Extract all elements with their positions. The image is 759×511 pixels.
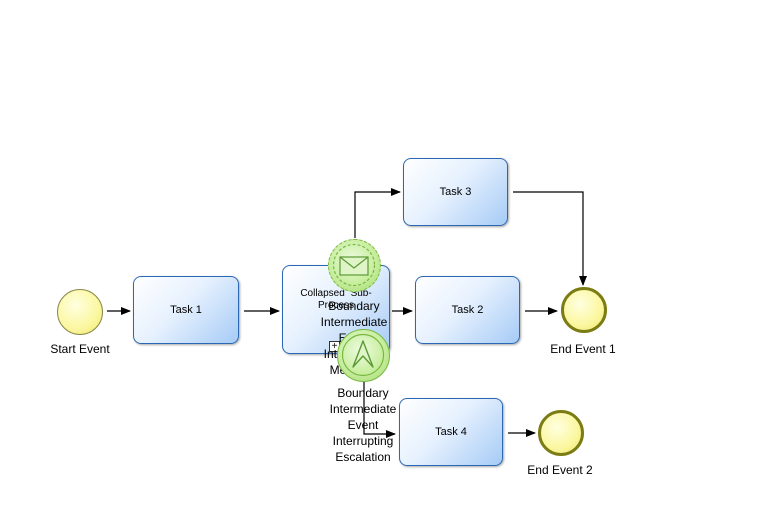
start-event[interactable] [57,289,103,335]
flow-task3-to-end1[interactable] [513,191,587,286]
envelope-icon [332,243,376,287]
task-4-label: Task 4 [435,426,467,438]
end-event-2[interactable] [538,410,584,456]
task-3[interactable]: Task 3 [403,158,508,226]
task-2-label: Task 2 [451,304,484,316]
end-event-2-label: End Event 2 [527,463,593,477]
subprocess-label: Collapsed Sub-Process [300,288,372,311]
task-3-label: Task 3 [439,186,472,198]
boundary-event-message[interactable] [328,239,381,292]
end-event-1-label: End Event 1 [550,342,616,356]
escalation-arrow-icon [341,333,385,377]
task-1[interactable]: Task 1 [133,276,239,344]
task-1-label: Task 1 [170,304,202,316]
boundary-escalation-label: Boundary Intermediate Event Interrupting… [329,386,397,464]
end-event-1[interactable] [561,287,607,333]
task-2[interactable]: Task 2 [415,276,520,344]
flow-escalation-to-task4[interactable] [363,380,396,438]
task-4[interactable]: Task 4 [399,398,503,466]
boundary-event-escalation[interactable] [337,329,390,382]
start-event-label: Start Event [50,342,110,356]
flow-message-to-task3[interactable] [354,188,401,238]
